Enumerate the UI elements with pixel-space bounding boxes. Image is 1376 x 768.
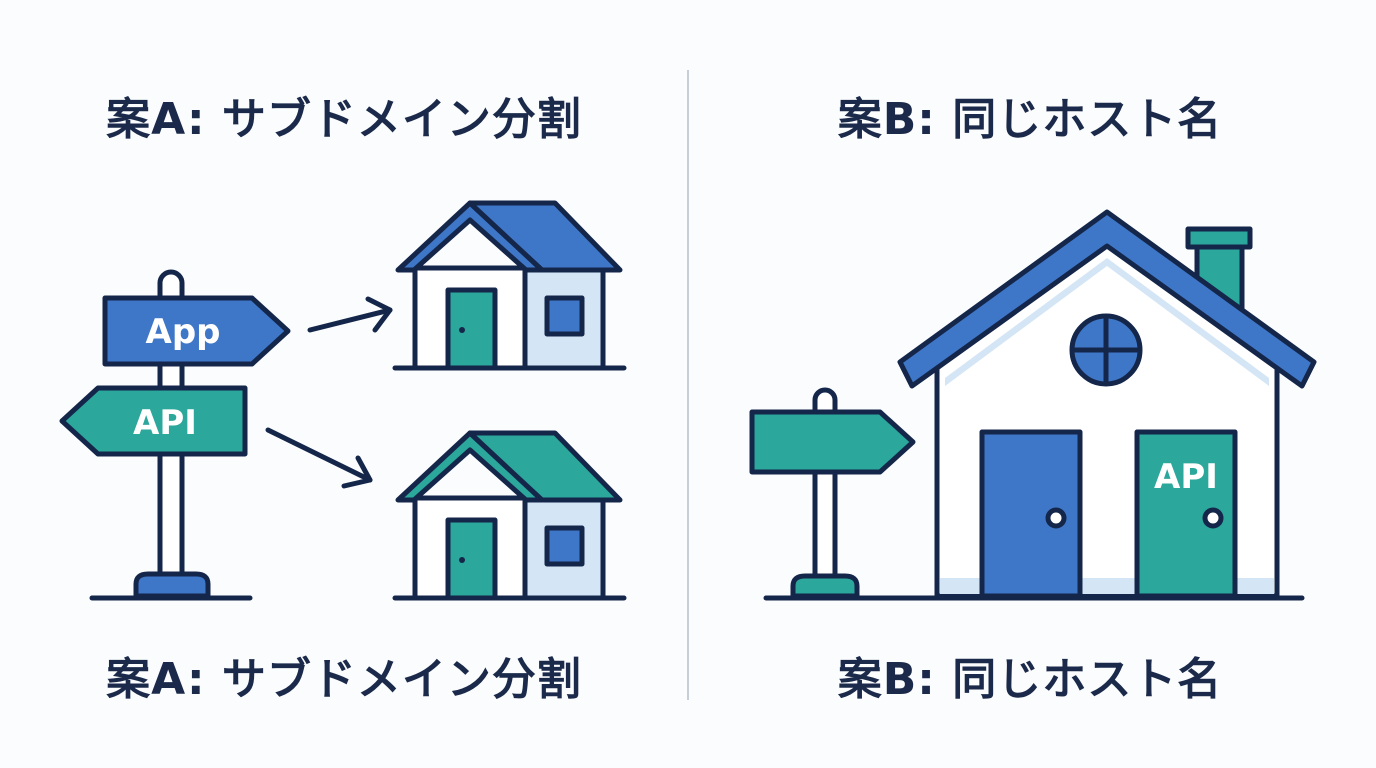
- api-house-roof-side: [467, 430, 623, 503]
- option-b-title-top: 案B: 同じホスト名: [837, 94, 1223, 145]
- app-house-door: [445, 287, 498, 371]
- shared-house-roof: [897, 209, 1317, 389]
- option-b-sign: [749, 409, 916, 475]
- option-a-signpost: App API: [59, 269, 291, 601]
- app-door: [979, 429, 1083, 599]
- option-b-title-bottom: 案B: 同じホスト名: [837, 654, 1223, 705]
- sign-app-label: App: [146, 312, 221, 352]
- arrow-to-api-house: [265, 427, 373, 483]
- option-a-arrows: [265, 296, 393, 489]
- app-house: [392, 200, 627, 371]
- arrow-to-app-house: [307, 307, 393, 333]
- arrow-to-api-house-head: [341, 455, 373, 489]
- api-house-window: [544, 525, 585, 567]
- option-b-signpost: [749, 387, 916, 599]
- option-a-illustration: App API: [59, 200, 627, 601]
- option-b-signpost-base: [790, 573, 860, 599]
- arrow-to-app-house-head: [365, 296, 393, 333]
- shared-house-chimney-cap: [1185, 226, 1253, 250]
- api-door-label: API: [1154, 457, 1218, 497]
- option-a-title-top: 案A: サブドメイン分割: [106, 94, 582, 145]
- app-house-door-knob: [459, 327, 465, 333]
- api-house: [392, 430, 627, 601]
- sign-api-label: API: [133, 403, 197, 443]
- option-b-illustration: API: [749, 209, 1317, 601]
- app-house-roof-side: [467, 200, 623, 273]
- shared-house: [763, 209, 1317, 601]
- sign-api: [59, 385, 248, 457]
- api-house-door-knob: [459, 557, 465, 563]
- api-house-door: [445, 517, 498, 601]
- signpost-base: [133, 571, 211, 599]
- sign-app: [102, 295, 291, 367]
- option-a-title-bottom: 案A: サブドメイン分割: [106, 654, 582, 705]
- app-house-window: [544, 295, 585, 337]
- api-door-knob: [1202, 507, 1224, 529]
- app-door-knob: [1045, 507, 1067, 529]
